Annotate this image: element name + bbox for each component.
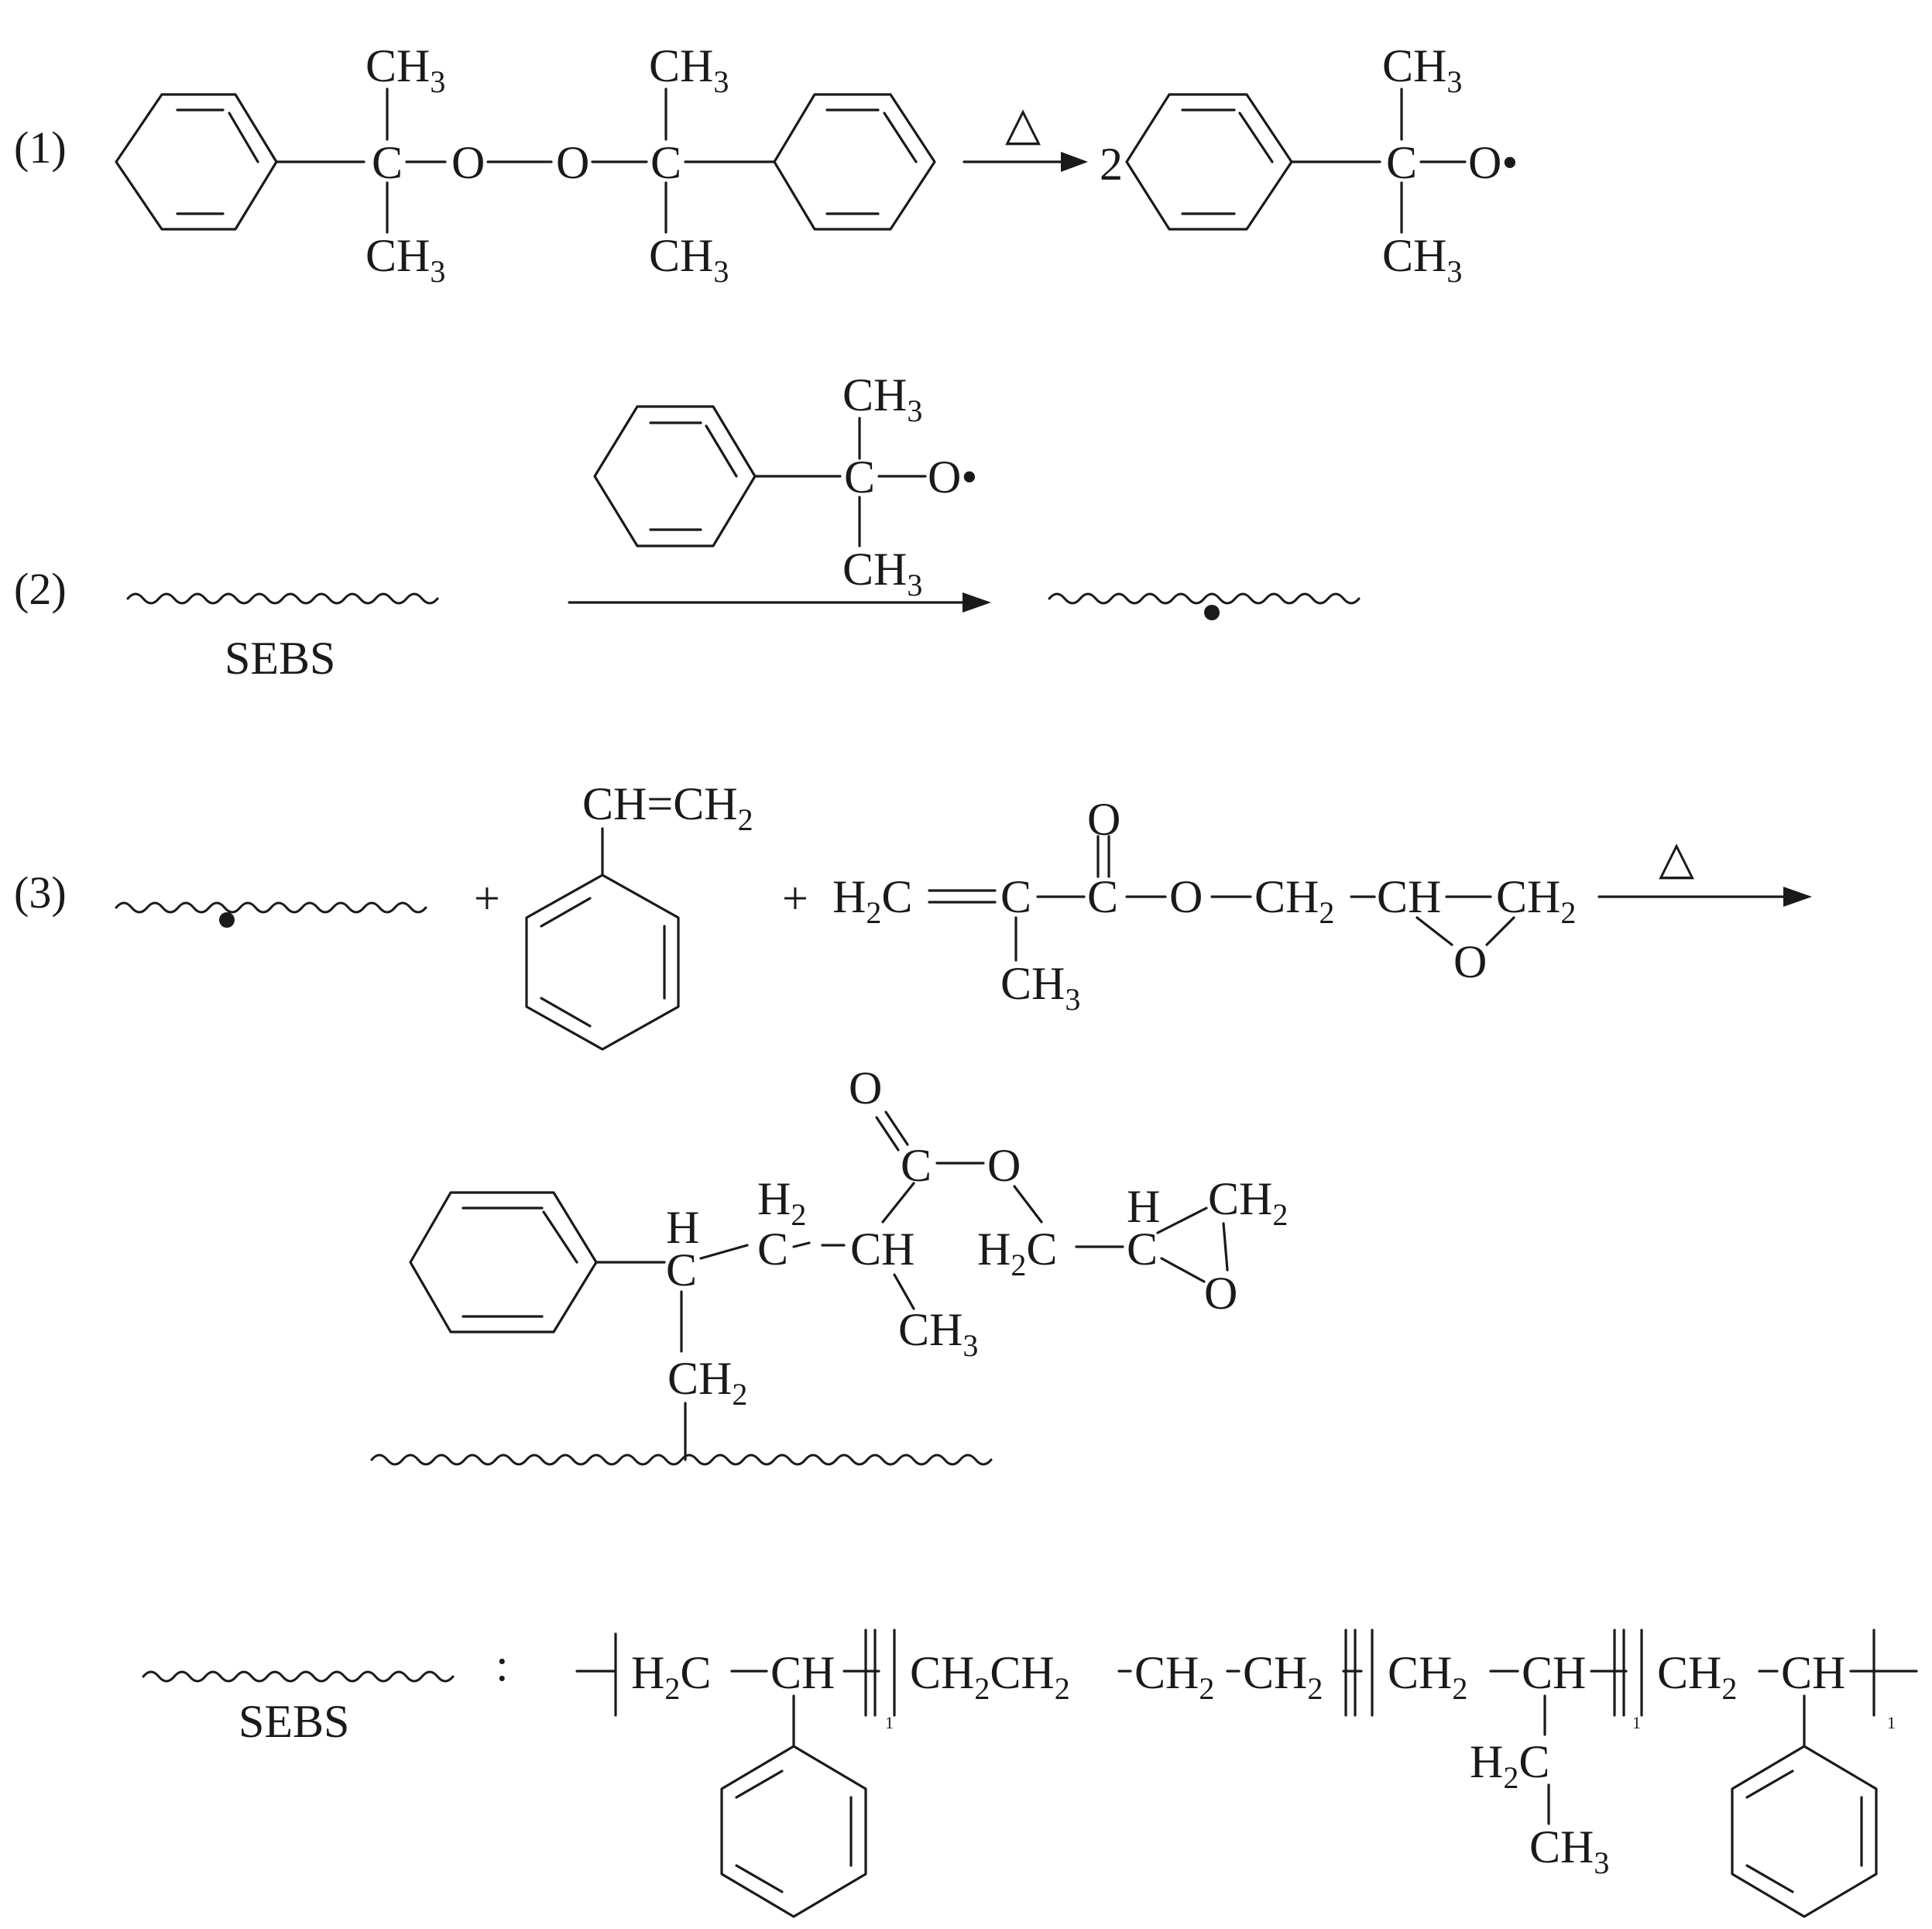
radical-dot-3 [219,912,235,928]
radical-dot-2 [1204,605,1220,620]
product-ch-c: C [666,1244,697,1296]
product-epoxide-o: O [1204,1268,1237,1319]
reaction-3-label: (3) [14,867,67,918]
reagent-cumyloxy-radical: CH3 C CH3 O• [593,369,977,602]
gma-carbonyl-o: O [1087,794,1120,845]
carbon-1a: C [372,137,403,188]
oxy-radical-1: O• [1468,137,1518,188]
gma-epoxide-o: O [1453,936,1487,987]
reaction-2-label: (2) [14,564,67,614]
methyl-1a-top: CH3 [365,40,445,99]
gma-monomer: H2C C CH3 C O O CH2 CH CH2 O [832,794,1576,1017]
benzene-ring-1b [773,93,936,231]
carbon-1c: C [1386,137,1417,188]
legend-butylene-ch: CH [1522,1647,1586,1698]
legend-ethylene-ch2-3: CH2 [1134,1647,1214,1706]
sebs-label-2: SEBS [225,633,335,684]
reaction-3: (3) + CH=CH2 + H2C C CH3 C O O [14,778,1812,1051]
benzene-ring-1a [115,93,278,231]
product-carbonyl-o: O [849,1062,882,1114]
product-h: H [666,1202,699,1253]
gma-ch2: CH2 [1254,871,1334,930]
product-epoxide-h: H [1127,1181,1160,1232]
plus-2: + [782,873,808,924]
oxy-radical-2: O• [928,451,977,503]
methyl-2-bottom: CH3 [842,544,922,602]
styrene-vinyl: CH=CH2 [582,778,753,837]
product-epoxide-ch2: CH2 [1208,1173,1288,1232]
product-c-backbone: C [757,1224,788,1275]
gma-ch-epoxide: CH [1377,871,1441,922]
gma-ch2-epoxide: CH2 [1496,871,1576,930]
oxygen-1b: O [556,137,589,188]
methyl-1b-bottom: CH3 [649,230,729,289]
gma-carbonyl-c: C [1087,871,1118,922]
legend-butylene-ch2: CH2 [1388,1647,1467,1706]
legend-butylene-methyl: CH3 [1529,1821,1609,1880]
gma-methyl: CH3 [1000,958,1080,1017]
legend-index-1: 1 [885,1713,894,1732]
sebs-chain-2a [126,592,439,605]
reaction-1: (1) CH3 C CH3 O O CH3 C CH3 [14,40,1518,289]
sebs-chain-3a [115,901,427,914]
legend-colon: : [496,1639,509,1690]
methyl-1c-bottom: CH3 [1382,230,1462,289]
legend-styrene2-ch2: CH2 [1657,1647,1737,1706]
legend-butylene-h2c: H2C [1470,1736,1549,1795]
methyl-1b-top: CH3 [649,40,729,99]
methyl-1c-top: CH3 [1382,40,1462,99]
product-h2: H2 [757,1173,806,1232]
benzene-ring-1c [1125,93,1293,231]
legend-styrene-ch: CH [770,1647,835,1698]
carbon-2: C [844,451,875,503]
sebs-chain-legend [142,1670,455,1683]
sebs-legend: : SEBS H2C CH 1 CH2CH2 CH2 CH2 CH2 CH H2… [142,1629,1918,1918]
heat-symbol-1: △ [1005,98,1041,149]
carbon-1b: C [650,137,681,188]
product-carbonyl-c: C [901,1140,932,1191]
heat-symbol-3: △ [1659,832,1694,884]
gma-c-alpha: C [1000,871,1031,922]
product-ch2-link: CH2 [667,1353,747,1412]
product-methyl: CH3 [898,1304,978,1363]
legend-styrene2-ch: CH [1781,1647,1845,1698]
product-ester-o: O [987,1140,1021,1191]
product-benzene-ring [409,1191,598,1333]
legend-index-3: 1 [1887,1713,1896,1732]
coefficient-2: 2 [1100,139,1123,190]
plus-1: + [474,873,500,924]
legend-ethylene-ch2-4: CH2 [1243,1647,1323,1706]
graft-product: H C CH2 H2 C CH CH3 C O O H2C H C CH2 O [370,1062,1288,1466]
gma-ester-o: O [1169,871,1203,922]
product-epoxide-c: C [1127,1224,1158,1275]
styrene-monomer: CH=CH2 [525,778,753,1051]
reaction-3-arrow: △ [1597,832,1812,907]
legend-ethylene-unit: CH2CH2 [910,1647,1070,1706]
oxygen-1a: O [451,137,485,188]
product-h2c: H2C [977,1224,1057,1282]
reaction-2: (2) SEBS CH3 C CH3 O• [14,369,1361,684]
reaction-1-arrow: △ [963,98,1088,172]
reaction-1-label: (1) [14,122,67,173]
legend-index-2: 1 [1632,1713,1641,1732]
sebs-chain-product [370,1454,993,1466]
reaction-2-arrow [568,592,991,613]
sebs-label-legend: SEBS [238,1696,349,1747]
methyl-2-top: CH3 [842,369,922,428]
legend-styrene-h2c: H2C [631,1647,711,1706]
gma-h2c: H2C [832,871,912,930]
methyl-1a-bottom: CH3 [365,230,445,289]
sebs-chain-2b [1048,592,1361,605]
product-ch-alpha: CH [850,1224,915,1275]
